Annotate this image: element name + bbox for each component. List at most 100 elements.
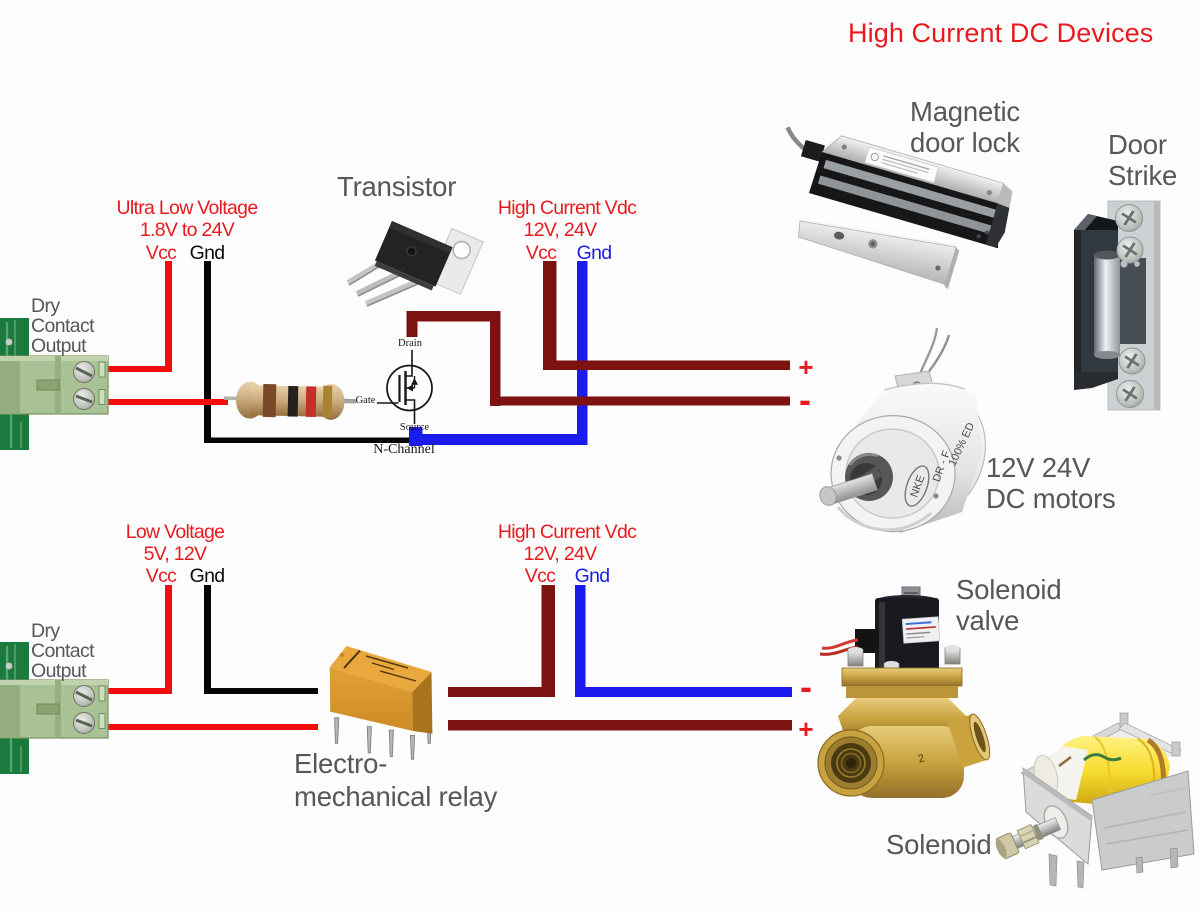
wire-gnd-low-top-vertical xyxy=(204,261,211,443)
minus-top: - xyxy=(799,379,811,420)
relay-label: Electro-mechanical relay xyxy=(294,747,497,813)
solenoid-valve-label-line2: valve xyxy=(956,605,1020,636)
maglock-armature-plate xyxy=(797,218,960,290)
dry-line2: Contact xyxy=(31,640,95,662)
maglock-cable-gland xyxy=(800,139,825,162)
ulv-line1: Ultra Low Voltage xyxy=(116,197,259,219)
relay-pin xyxy=(334,717,340,744)
wire-vcc-low-bottom-horizontal xyxy=(107,688,172,694)
wire-vcc-low-top-horizontal xyxy=(107,366,172,372)
mosfet-circle xyxy=(386,364,433,412)
mosfet-source-label: Source xyxy=(399,422,430,433)
relay-pin xyxy=(388,729,394,757)
dc-motor-label-line2: DC motors xyxy=(986,483,1116,514)
relay-front-face xyxy=(329,667,413,731)
transistor-leg xyxy=(364,278,421,307)
hcv-bottom-line1: High Current Vdc xyxy=(497,521,637,543)
door-strike-label-line2: Strike xyxy=(1108,160,1178,191)
relay-label-line2: mechanical relay xyxy=(294,781,498,812)
mosfet-symbol xyxy=(343,350,433,424)
maglock-cable xyxy=(785,126,806,151)
mosfet-source-lead xyxy=(405,399,416,424)
solenoid-photo xyxy=(995,712,1195,889)
wire-contact-to-resistor xyxy=(107,399,228,405)
dry-line1: Dry xyxy=(31,295,60,317)
wire-to-minus-bottom xyxy=(575,687,792,697)
top-circuit-wires xyxy=(107,261,790,446)
wire-relay-to-vcc xyxy=(448,687,555,697)
solenoid-wire xyxy=(1082,753,1122,762)
strike-screws xyxy=(1115,204,1146,408)
wire-drain-stub xyxy=(406,311,418,337)
lv-line1: Low Voltage xyxy=(125,521,225,543)
mosfet-drain-lead xyxy=(405,350,413,377)
transistor-leg xyxy=(346,261,382,286)
wire-gnd-low-top-horizontal xyxy=(204,437,412,443)
mosfet-body-arrow xyxy=(406,384,413,392)
wire-gnd-high-top-horizontal xyxy=(411,434,587,445)
wire-to-plus-bottom xyxy=(448,720,792,731)
wire-drain-top-horizontal xyxy=(406,311,501,322)
hcv-top-line2: 12V, 24V xyxy=(523,219,598,241)
valve-flange xyxy=(841,667,963,687)
maglock-label-line1: Magnetic xyxy=(910,96,1020,127)
solenoid-valve-label-line1: Solenoid xyxy=(956,574,1062,605)
relay-pin xyxy=(366,726,372,754)
valve-marking: 2 xyxy=(917,752,926,765)
mosfet-diode-arrow xyxy=(411,378,418,385)
dry-line3: Output xyxy=(31,335,87,357)
maglock-bar xyxy=(785,126,1013,249)
plus-bottom: + xyxy=(798,714,814,744)
wire-vcc-low-bottom-vertical xyxy=(165,585,172,694)
relay-photo xyxy=(329,646,433,760)
resistor-band-red xyxy=(305,386,317,418)
lv-line2: 5V, 12V xyxy=(143,543,207,565)
gnd-low-top: Gnd xyxy=(189,242,225,264)
solenoid-plunger xyxy=(995,817,1061,860)
wire-to-minus-top xyxy=(490,396,790,406)
plus-top: + xyxy=(798,352,814,382)
mosfet-drain-label: Drain xyxy=(398,338,422,349)
transistor-tab-hole xyxy=(452,240,471,260)
dc-motor-photo: NKE DR - F 100% ED xyxy=(819,327,986,533)
minus-bottom: - xyxy=(800,666,812,707)
vcc-high-top: Vcc xyxy=(525,242,557,264)
wire-contact-to-relay xyxy=(107,724,318,730)
resistor-photo xyxy=(223,381,357,420)
wire-gnd-low-bottom-vertical xyxy=(204,585,211,694)
gnd-high-top: Gnd xyxy=(576,242,612,264)
vcc-low-top: Vcc xyxy=(145,242,177,264)
dry-line3: Output xyxy=(31,660,87,682)
resistor-band-black xyxy=(287,385,299,417)
transistor-leg xyxy=(355,270,402,297)
door-strike-photo xyxy=(1074,200,1161,411)
wire-drain-vertical xyxy=(490,311,501,406)
wire-gnd-high-bottom-vertical xyxy=(575,585,586,697)
valve-label-group xyxy=(901,616,941,644)
hcv-top-line1: High Current Vdc xyxy=(497,197,637,219)
dry-line1: Dry xyxy=(31,620,60,642)
wire-vcc-high-bottom-vertical xyxy=(541,585,555,695)
dc-motor-label-line1: 12V 24V xyxy=(986,452,1091,483)
bottom-circuit-wires xyxy=(107,585,792,731)
vcc-high-bottom: Vcc xyxy=(524,565,556,587)
transistor-package xyxy=(374,221,484,295)
solenoid-label: Solenoid xyxy=(886,829,992,860)
dry-line2: Contact xyxy=(31,315,95,337)
wire-gnd-low-bottom-horizontal xyxy=(204,688,318,694)
vcc-low-bottom: Vcc xyxy=(145,565,177,587)
hcv-bottom-line2: 12V, 24V xyxy=(523,543,598,565)
wire-to-plus-top xyxy=(543,360,790,370)
relay-top-face xyxy=(329,646,432,693)
relay-label-line1: Electro- xyxy=(294,748,388,779)
page-title: High Current DC Devices xyxy=(848,18,1154,48)
gnd-low-bottom: Gnd xyxy=(189,565,225,587)
door-strike-label-line1: Door xyxy=(1108,129,1167,160)
strike-keeper xyxy=(1094,255,1120,355)
mosfet-gate-label: Gate xyxy=(355,395,376,406)
